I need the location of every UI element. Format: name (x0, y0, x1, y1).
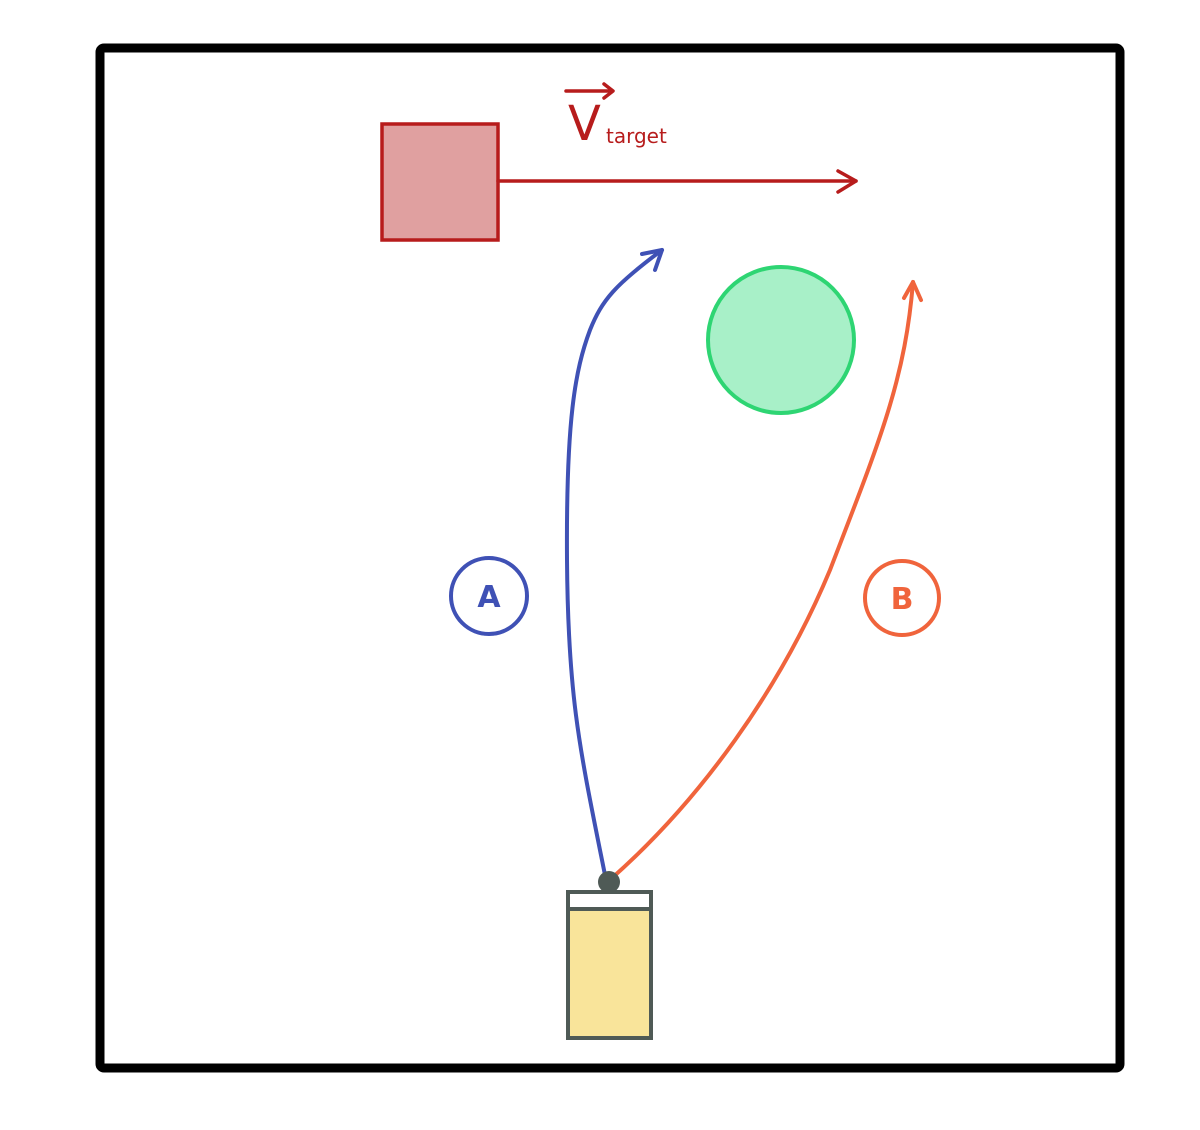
arena-frame (95, 43, 1125, 1073)
target-velocity-arrow (496, 169, 858, 194)
path-a-arrow (564, 248, 664, 882)
robot-pivot-dot (598, 871, 620, 893)
target-box (380, 122, 500, 242)
path-a-badge: A (449, 556, 529, 636)
obstacle-circle (706, 265, 856, 415)
robot-body (566, 890, 653, 1040)
velocity-symbol: V (568, 96, 601, 152)
target-velocity-label: V target (564, 82, 667, 152)
path-a-label: A (477, 580, 501, 615)
path-b-badge: B (863, 559, 941, 637)
robot-front-strip (566, 890, 653, 911)
velocity-subscript: target (606, 124, 667, 148)
path-b-label: B (891, 582, 914, 617)
path-b-arrow (610, 280, 923, 880)
